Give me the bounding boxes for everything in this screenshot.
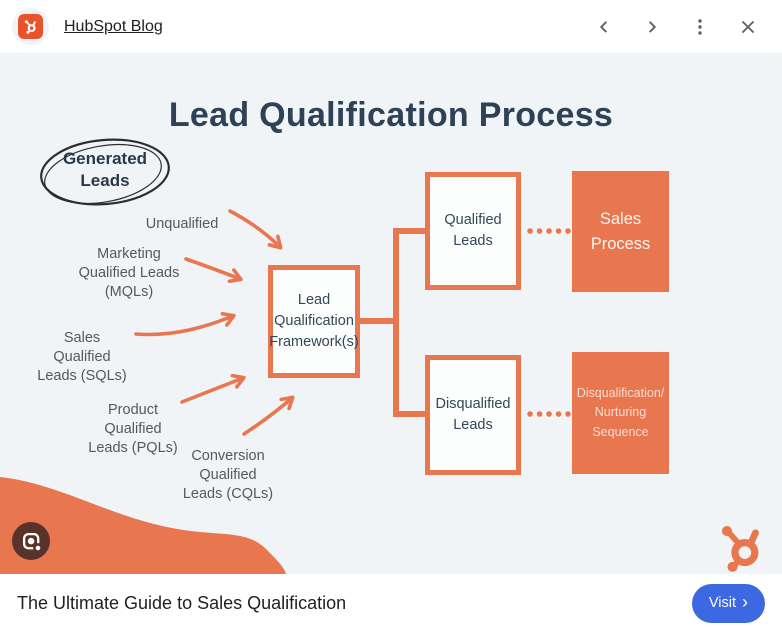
generated-leads-label: Generated Leads <box>62 149 148 191</box>
top-bar: HubSpot Blog <box>0 0 782 53</box>
label-cql: Conversion Qualified Leads (CQLs) <box>182 448 274 503</box>
nurturing-sequence-box: Disqualification/ Nurturing Sequence <box>572 352 669 474</box>
source-title[interactable]: HubSpot Blog <box>64 17 163 35</box>
sketch-ellipse <box>40 138 170 206</box>
diagram-title: Lead Qualification Process <box>168 96 614 134</box>
result-title: The Ultimate Guide to Sales Qualificatio… <box>17 592 347 613</box>
chevron-right-icon: › <box>742 592 748 612</box>
label-pql: Product Qualified Leads (PQLs) <box>88 402 178 457</box>
chevron-right-icon <box>648 20 656 33</box>
image-viewer: Lead Qualification Process Generated Lea… <box>0 53 782 574</box>
chevron-left-icon <box>599 20 607 33</box>
disqualified-leads-box: Disqualified Leads <box>425 355 521 475</box>
qualified-leads-box: Qualified Leads <box>425 172 521 290</box>
connector-lines <box>360 228 425 417</box>
label-unqualified: Unqualified <box>145 216 219 232</box>
hubspot-sprocket-icon <box>721 525 759 572</box>
result-bar: The Ultimate Guide to Sales Qualificatio… <box>0 574 782 632</box>
lens-button[interactable] <box>12 522 50 560</box>
label-mql: Marketing Qualified Leads (MQLs) <box>78 246 180 301</box>
sales-process-box: Sales Process <box>572 171 669 292</box>
lead-arrows <box>134 209 295 436</box>
google-lens-icon <box>22 532 42 552</box>
forward-button[interactable] <box>632 7 671 46</box>
hubspot-logo-icon <box>18 14 43 39</box>
more-vertical-icon <box>697 18 702 35</box>
back-button[interactable] <box>584 7 623 46</box>
favicon-circle <box>12 8 49 45</box>
visit-label: Visit <box>708 595 736 611</box>
label-sql: Sales Qualified Leads (SQLs) <box>37 330 127 385</box>
source-link[interactable]: HubSpot Blog <box>12 8 163 45</box>
diagram-artwork <box>0 138 571 574</box>
close-icon <box>741 20 754 33</box>
framework-box: Lead Qualification Framework(s) <box>268 265 360 378</box>
decorative-blob <box>0 477 286 574</box>
more-options-button[interactable] <box>680 7 719 46</box>
dotted-links <box>527 228 571 417</box>
viewer-controls <box>584 7 767 46</box>
visit-button[interactable]: Visit › <box>691 583 765 623</box>
close-button[interactable] <box>728 7 767 46</box>
